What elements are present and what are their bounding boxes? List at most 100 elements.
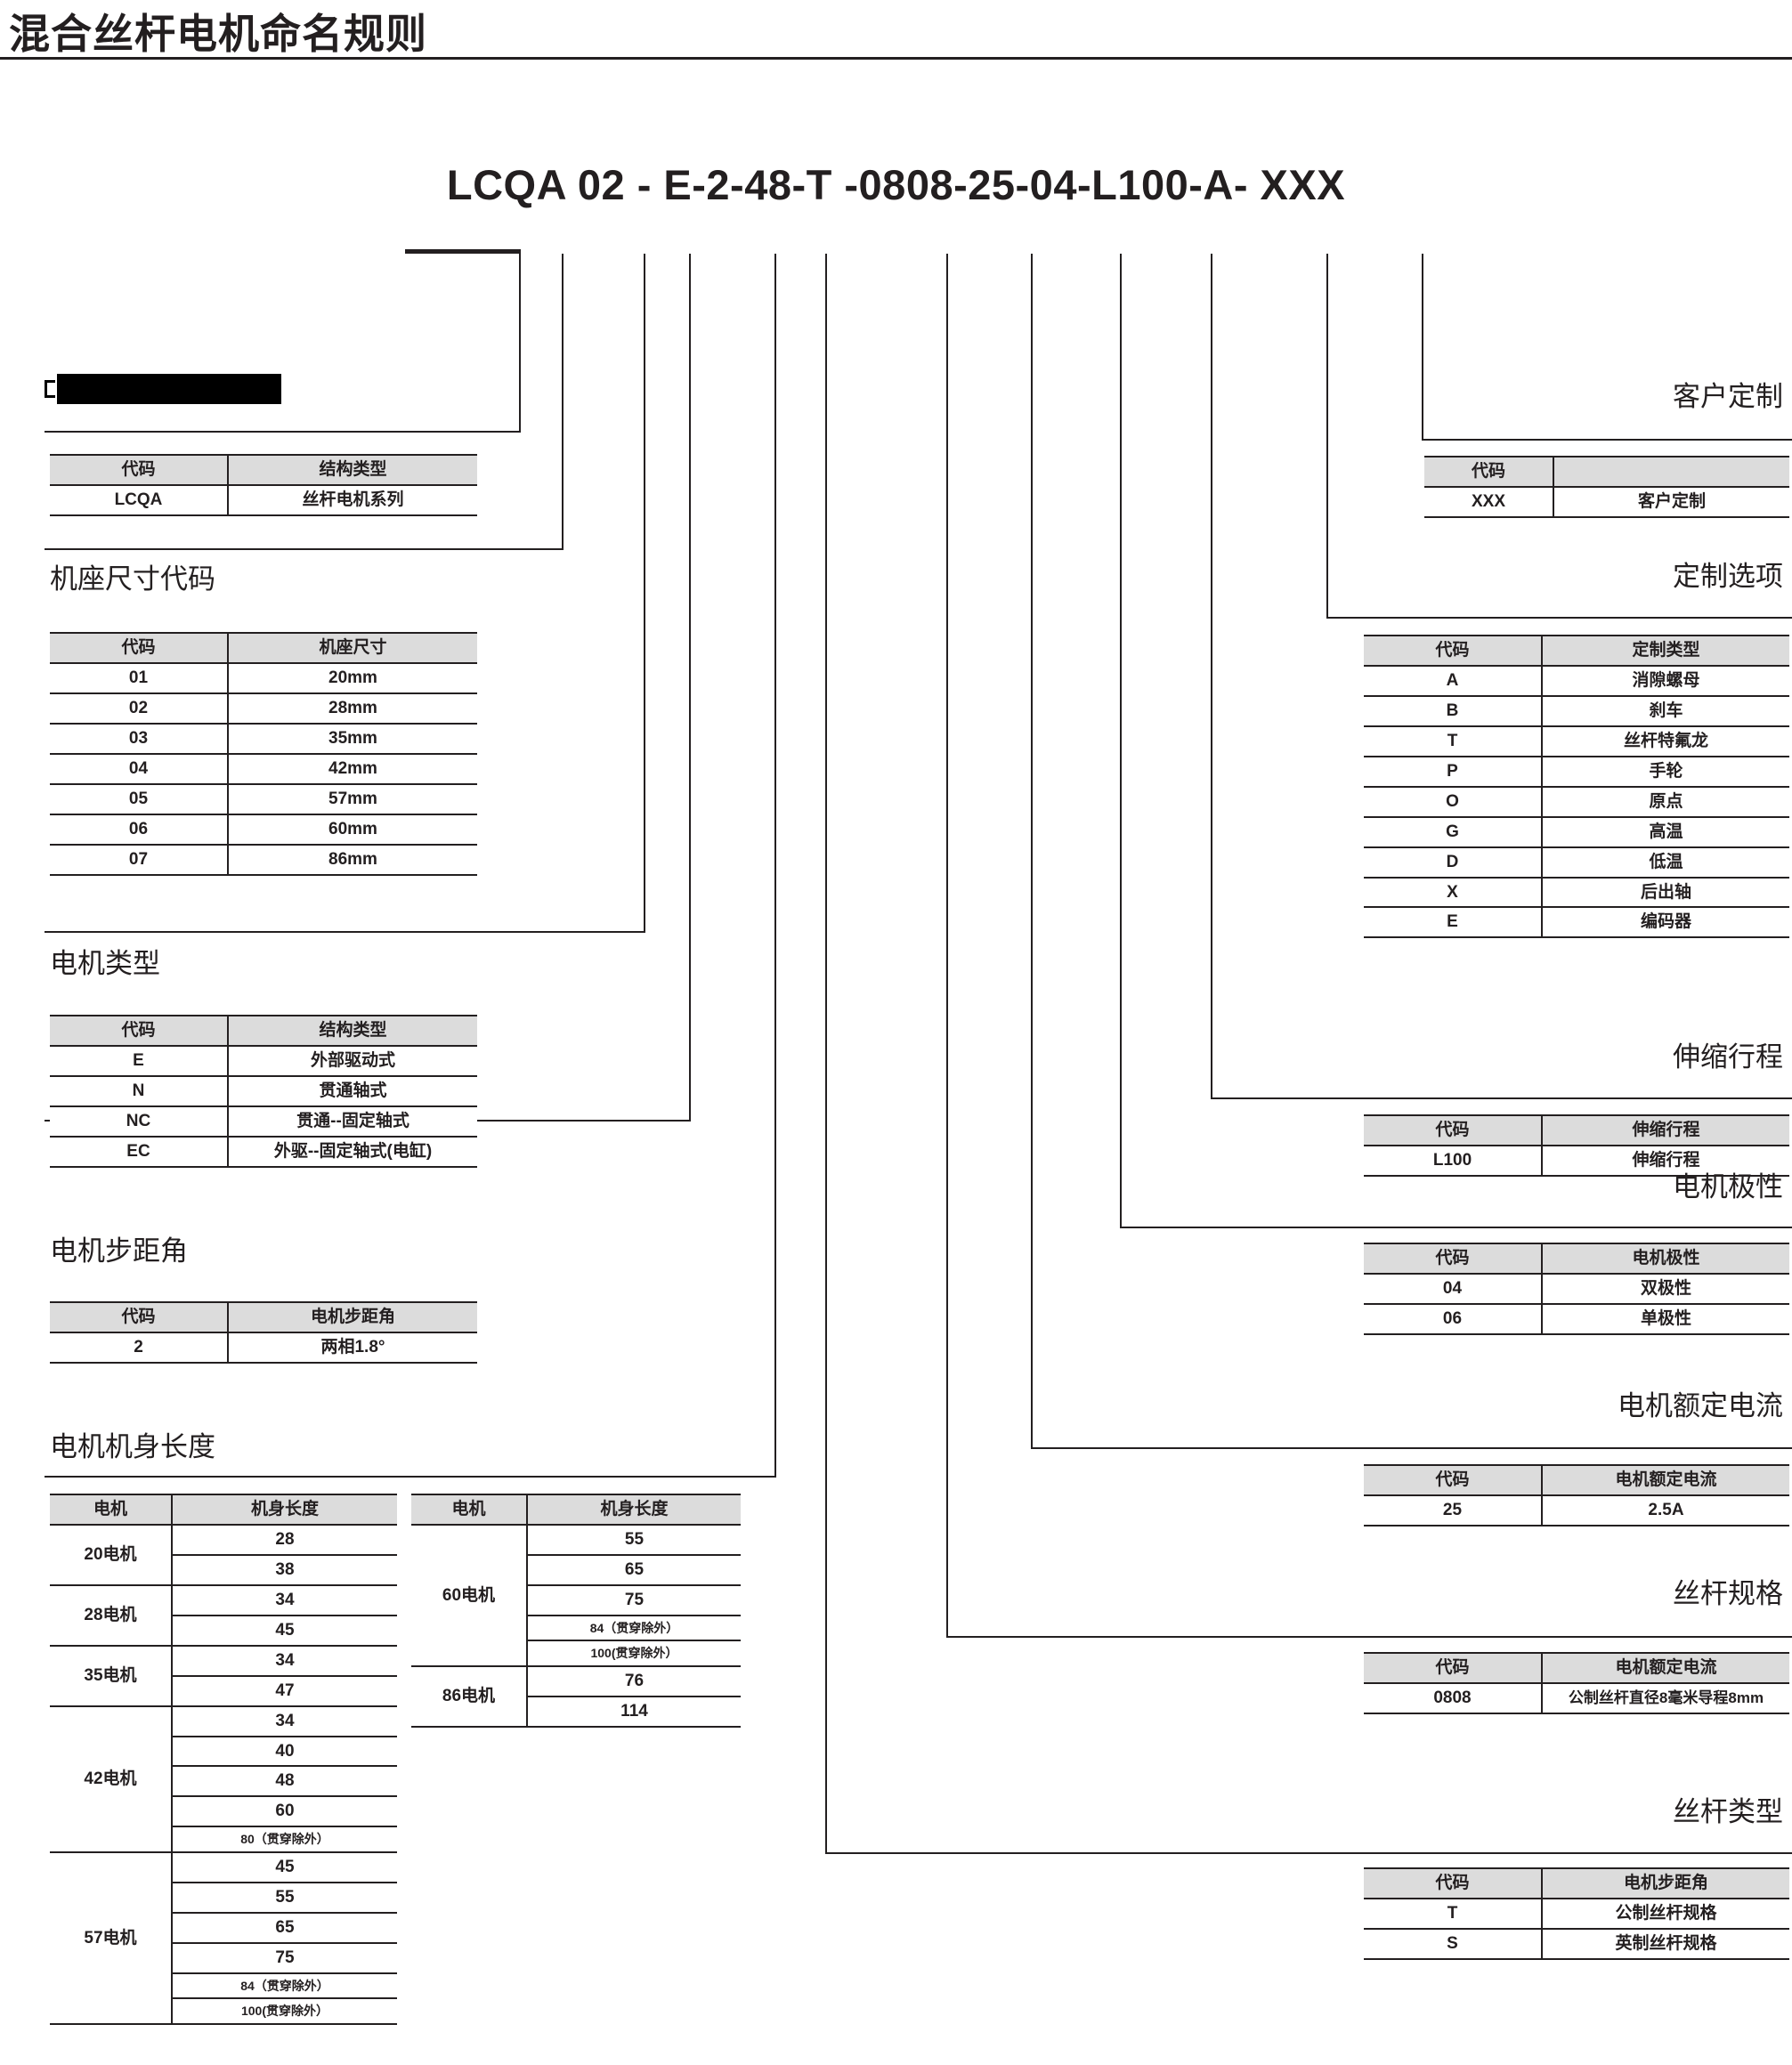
heading-rated-current: 电机额定电流 (1618, 1390, 1783, 1421)
cell-motor: 35电机 (50, 1644, 172, 1707)
heading-screw-type: 丝杆类型 (1673, 1796, 1783, 1827)
cell-value: 贯通--固定轴式 (227, 1105, 477, 1138)
table-row: 42电机 34 (50, 1705, 397, 1854)
table-row: 28电机 34 (50, 1583, 397, 1647)
cell-code: LCQA (50, 483, 228, 516)
table-row: 86电机 76 (411, 1665, 741, 1728)
cell-code: S (1364, 1927, 1542, 1960)
title-divider (0, 57, 1792, 60)
cell-value: 高温 (1541, 815, 1789, 848)
cell-code: E (1364, 906, 1542, 939)
col-code: 代码 (50, 1301, 228, 1333)
connector-h-customoptions (1326, 617, 1792, 619)
cell-code: 05 (50, 782, 228, 815)
cell-length: 40 (171, 1735, 397, 1768)
cell-code: 03 (50, 722, 228, 755)
table-stroke: 代码 伸缩行程 L100 伸缩行程 (1364, 1114, 1789, 1177)
table-row: 20电机 28 (50, 1523, 397, 1586)
table-header-row: 代码 结构类型 (50, 454, 477, 486)
table-row: L100 伸缩行程 (1364, 1144, 1789, 1177)
table-row: 60电机 55 (411, 1523, 741, 1668)
cell-length: 65 (171, 1911, 397, 1944)
connector-v-ratedcurrent (1031, 254, 1033, 1449)
cell-value: 86mm (227, 843, 477, 876)
cell-value: 28mm (227, 692, 477, 725)
cell-length: 34 (171, 1705, 397, 1737)
cell-code: 04 (1364, 1272, 1542, 1305)
cell-code: L100 (1364, 1144, 1542, 1177)
cell-length: 45 (171, 1851, 397, 1883)
connector-v-series (519, 252, 521, 433)
table-row: 0808 公制丝杆直径8毫米导程8mm (1364, 1681, 1789, 1714)
table-row: 100(贯穿除外） (50, 1997, 397, 2026)
table-series: 代码 结构类型 LCQA 丝杆电机系列 (50, 454, 477, 516)
heading-step-angle: 电机步距角 (50, 1235, 188, 1267)
cell-value: 消隙螺母 (1541, 664, 1789, 697)
connector-v-stepangle (689, 254, 691, 1122)
cell-code: NC (50, 1105, 228, 1138)
cell-value: 手轮 (1541, 755, 1789, 788)
cell-code: N (50, 1074, 228, 1107)
table-row: 65 (411, 1553, 741, 1586)
cell-value: 伸缩行程 (1541, 1144, 1789, 1177)
connector-h-frame (45, 548, 564, 550)
cell-code: T (1364, 725, 1542, 757)
table-row: 65 (50, 1911, 397, 1944)
cell-code: 06 (50, 813, 228, 846)
cell-length: 114 (526, 1696, 741, 1728)
heading-screw-spec: 丝杆规格 (1673, 1578, 1783, 1609)
table-row: XXX 客户定制 (1424, 485, 1789, 518)
cell-code: 07 (50, 843, 228, 876)
cell-length: 55 (171, 1881, 397, 1914)
connector-h-series (45, 431, 521, 433)
cell-length: 55 (526, 1523, 741, 1556)
table-rated-current: 代码 电机额定电流 25 2.5A (1364, 1464, 1789, 1526)
connector-h-polarity (1120, 1227, 1792, 1228)
cell-value: 公制丝杆直径8毫米导程8mm (1541, 1681, 1789, 1714)
cell-code: D (1364, 846, 1542, 879)
table-header-row: 代码 伸缩行程 (1364, 1114, 1789, 1146)
cell-code: 25 (1364, 1494, 1542, 1526)
heading-custom-options: 定制选项 (1673, 561, 1783, 592)
cell-code: XXX (1424, 485, 1553, 518)
col-polarity: 电机极性 (1541, 1243, 1789, 1275)
cell-code: A (1364, 664, 1542, 697)
col-code: 代码 (1364, 635, 1542, 667)
table-header-row: 代码 定制类型 (1364, 635, 1789, 667)
table-header-row: 代码 电机极性 (1364, 1243, 1789, 1275)
cell-value: 原点 (1541, 785, 1789, 818)
col-stroke: 伸缩行程 (1541, 1114, 1789, 1146)
table-row: 80（贯穿除外） (50, 1826, 397, 1853)
col-code: 代码 (1364, 1114, 1542, 1146)
table-body-length-b: 电机 机身长度 60电机 55 65 75 84（贯穿除外） 100(贯穿除外）… (411, 1494, 741, 1728)
cell-value: 公制丝杆规格 (1541, 1897, 1789, 1930)
cell-length: 75 (526, 1583, 741, 1616)
table-row: 114 (411, 1696, 741, 1728)
heading-customer-custom: 客户定制 (1673, 381, 1783, 412)
col-motor: 电机 (411, 1494, 527, 1526)
col-code: 代码 (1364, 1867, 1542, 1899)
table-row: 100(贯穿除外） (411, 1640, 741, 1668)
col-frame-size: 机座尺寸 (227, 632, 477, 664)
cell-length: 45 (171, 1614, 397, 1647)
col-code: 代码 (1424, 456, 1553, 488)
connector-v-customoptions (1326, 254, 1328, 619)
cell-code: 2 (50, 1331, 228, 1364)
cell-value: 2.5A (1541, 1494, 1789, 1526)
connector-v-stroke (1211, 254, 1212, 1099)
table-customer-custom: 代码 XXX 客户定制 (1424, 456, 1789, 518)
connector-v-screwspec (946, 254, 948, 1638)
